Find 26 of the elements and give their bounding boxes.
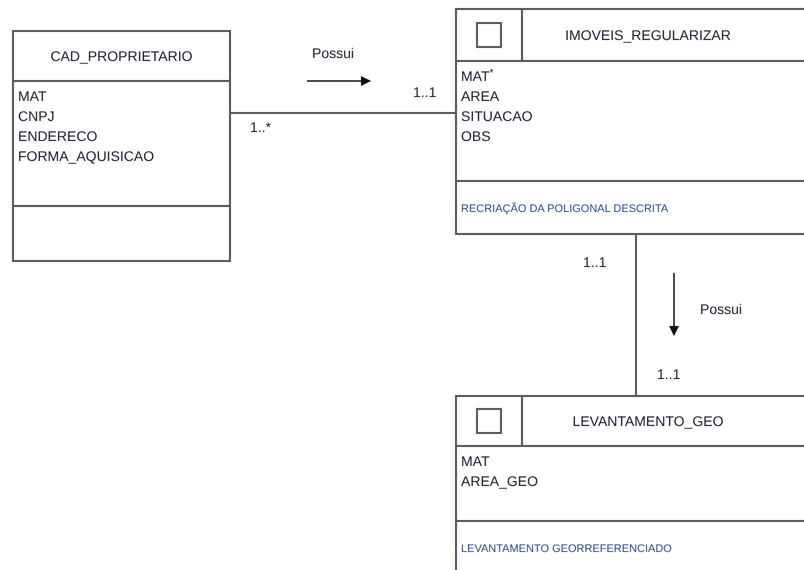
entity-name: LEVANTAMENTO_GEO xyxy=(572,412,724,431)
entity-box xyxy=(455,395,804,570)
connector-line xyxy=(635,235,637,395)
connector-line xyxy=(231,112,455,114)
multiplicity-label: 1..1 xyxy=(657,367,680,381)
entity-name: CAD_PROPRIETARIO xyxy=(50,46,193,66)
operation-text: LEVANTAMENTO GEORREFERENCIADO xyxy=(461,543,672,555)
entity-box xyxy=(455,8,804,235)
attribute-text: MAT$^{*}$ xyxy=(461,66,495,86)
multiplicity-label: 1..1 xyxy=(413,85,436,99)
attribute-text: CNPJ xyxy=(18,107,56,126)
multiplicity-label: 1..* xyxy=(250,120,272,134)
attribute-text: FORMA_AQUISICAO xyxy=(18,147,156,166)
multiplicity-label: 1..1 xyxy=(583,255,606,269)
attribute-text: AREA xyxy=(461,87,500,106)
edge-label: Possui xyxy=(700,302,742,316)
attribute-text: OBS xyxy=(461,127,492,146)
attribute-text: ENDERECO xyxy=(18,127,98,146)
entity-box xyxy=(12,30,231,262)
attribute-text: AREA_GEO xyxy=(461,472,540,491)
attribute-text: MAT xyxy=(461,452,491,471)
operation-text: RECRIAÇÃO DA POLIGONAL DESCRITA xyxy=(461,203,668,215)
edge-label: Possui xyxy=(312,46,354,60)
entity-name: IMOVEIS_REGULARIZAR xyxy=(565,26,731,45)
attribute-text: MAT xyxy=(18,87,48,106)
attribute-text: SITUACAO xyxy=(461,107,534,126)
